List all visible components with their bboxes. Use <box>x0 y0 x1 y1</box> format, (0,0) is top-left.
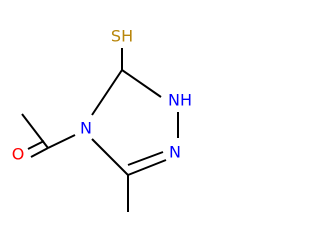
bond-c3-n4 <box>91 138 129 176</box>
atom-label-sh: SH <box>111 27 133 46</box>
bond-c5-n1 <box>121 69 162 98</box>
bond-n4-c5 <box>91 69 123 116</box>
atom-label-o: O <box>12 145 25 164</box>
bond-acetyl-c-methyl <box>21 113 49 149</box>
bonds <box>21 48 179 212</box>
bond-n2-c3-double-outer <box>127 159 167 176</box>
bond-acetyl-c-o-outer <box>30 147 49 158</box>
atom-label-nh: NH <box>168 91 192 110</box>
atom-label-n4: N <box>80 119 92 138</box>
bond-acetyl-c-o-inner <box>27 140 45 150</box>
bond-n2-c3-double-inner <box>127 151 164 166</box>
molecule-structure-diagram: SH NH N N O <box>12 27 192 212</box>
bond-n4-acetyl-c <box>47 134 76 149</box>
atom-labels: SH NH N N O <box>12 27 192 164</box>
atom-label-n2: N <box>169 143 181 162</box>
